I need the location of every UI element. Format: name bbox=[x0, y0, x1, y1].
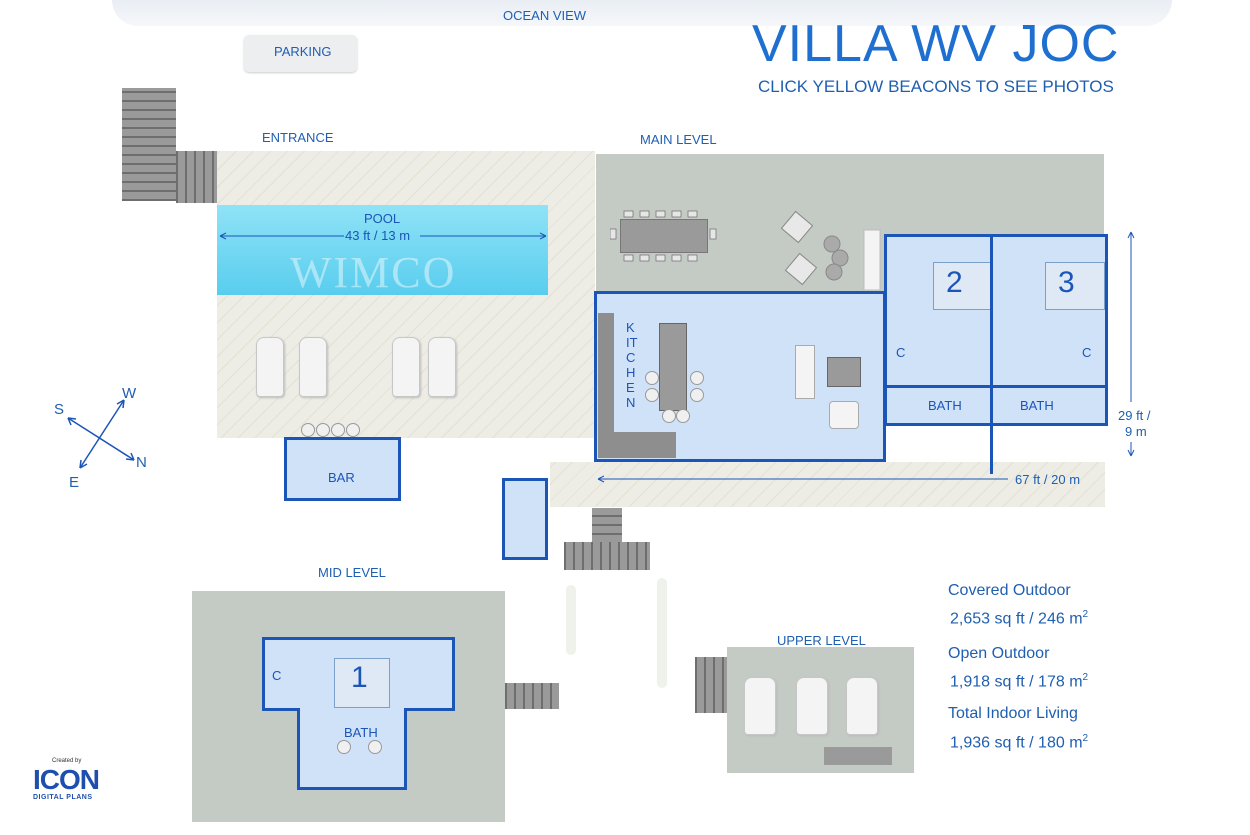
compass-icon bbox=[67, 399, 135, 469]
kitchen-label: KITCHEN bbox=[626, 320, 638, 410]
sun-lounger bbox=[744, 677, 776, 735]
mid-stairs bbox=[505, 683, 559, 709]
covered-outdoor-label: Covered Outdoor bbox=[948, 582, 1071, 599]
icon-logo: ICON bbox=[33, 764, 100, 795]
height-dimension-arrow bbox=[1127, 231, 1135, 457]
lounge-furniture bbox=[780, 210, 881, 290]
sink bbox=[368, 740, 382, 754]
armchair bbox=[829, 401, 859, 429]
kitchen-counter-lower bbox=[598, 432, 676, 458]
open-outdoor-value: 1,918 sq ft / 178 m2 bbox=[950, 672, 1089, 691]
bath-1-label: BATH bbox=[344, 725, 378, 740]
logo-created-by: Created by bbox=[52, 758, 82, 764]
compass-s: S bbox=[54, 401, 65, 418]
pool-size-label: 43 ft / 13 m bbox=[345, 228, 411, 243]
sun-lounger bbox=[392, 337, 420, 397]
island-stool bbox=[645, 371, 659, 385]
bar-stool bbox=[316, 423, 330, 437]
bar-stool bbox=[301, 423, 315, 437]
compass-n: N bbox=[136, 454, 147, 471]
ocean-strip bbox=[112, 0, 1172, 26]
garden-path bbox=[566, 585, 576, 655]
bath-2-wall bbox=[887, 385, 993, 388]
main-stairs bbox=[592, 508, 622, 544]
sun-lounger bbox=[428, 337, 456, 397]
bedroom-3-number: 3 bbox=[1058, 266, 1075, 299]
bed-1 bbox=[334, 658, 390, 708]
kitchen-counter bbox=[598, 313, 614, 458]
bedroom-2-number: 2 bbox=[946, 266, 963, 299]
open-outdoor-label: Open Outdoor bbox=[948, 645, 1050, 662]
bar-room[interactable] bbox=[284, 437, 401, 501]
sun-lounger bbox=[846, 677, 878, 735]
closet-3-label: C bbox=[1082, 345, 1092, 360]
island-stool bbox=[676, 409, 690, 423]
ocean-view-label: OCEAN VIEW bbox=[503, 8, 587, 23]
parking-label: PARKING bbox=[274, 44, 332, 59]
height-dimension-label-2: 9 m bbox=[1125, 424, 1147, 439]
main-patio bbox=[550, 462, 1105, 507]
sun-lounger bbox=[796, 677, 828, 735]
bed-2 bbox=[933, 262, 991, 310]
closet-2-label: C bbox=[896, 345, 906, 360]
bath-3-wall bbox=[993, 385, 1105, 388]
bar-label: BAR bbox=[328, 470, 355, 485]
dining-chairs bbox=[610, 210, 717, 262]
mid-level-label: MID LEVEL bbox=[318, 565, 386, 580]
sun-lounger bbox=[299, 337, 327, 397]
covered-outdoor-value: 2,653 sq ft / 246 m2 bbox=[950, 609, 1089, 628]
dining-table bbox=[620, 219, 708, 253]
island-stool bbox=[662, 409, 676, 423]
closet-1-label: C bbox=[272, 668, 282, 683]
height-dimension-label-1: 29 ft / bbox=[1118, 408, 1151, 423]
coffee-table bbox=[827, 357, 861, 387]
page-title: VILLA WV JOC bbox=[752, 15, 1120, 73]
bed-3 bbox=[1045, 262, 1105, 310]
bath-3-label: BATH bbox=[1020, 398, 1054, 413]
entrance-label: ENTRANCE bbox=[262, 130, 334, 145]
parking-area bbox=[244, 35, 357, 72]
sofa bbox=[795, 345, 815, 399]
logo-tagline: DIGITAL PLANS bbox=[33, 794, 93, 801]
total-indoor-value: 1,936 sq ft / 180 m2 bbox=[950, 733, 1089, 752]
bath-2-label: BATH bbox=[928, 398, 962, 413]
outdoor-bath[interactable] bbox=[502, 478, 548, 560]
main-steps bbox=[564, 542, 650, 570]
total-indoor-label: Total Indoor Living bbox=[948, 705, 1078, 722]
planter bbox=[824, 747, 892, 765]
width-dimension-arrow bbox=[597, 475, 1008, 483]
compass-e: E bbox=[69, 474, 80, 491]
pool-dimension-arrow bbox=[219, 232, 547, 240]
bar-stool bbox=[346, 423, 360, 437]
compass-w: W bbox=[122, 385, 137, 402]
island-stool bbox=[690, 388, 704, 402]
pool-label: POOL bbox=[364, 211, 401, 226]
upper-level-label: UPPER LEVEL bbox=[777, 633, 866, 648]
bar-stool bbox=[331, 423, 345, 437]
sink bbox=[337, 740, 351, 754]
bedroom-1-number: 1 bbox=[351, 661, 368, 694]
island-stool bbox=[690, 371, 704, 385]
main-level-label: MAIN LEVEL bbox=[640, 132, 717, 147]
island-stool bbox=[645, 388, 659, 402]
width-dimension-label: 67 ft / 20 m bbox=[1015, 472, 1081, 487]
entrance-stairs bbox=[122, 88, 176, 201]
bath-1[interactable] bbox=[297, 708, 407, 790]
sun-lounger bbox=[256, 337, 284, 397]
pool[interactable] bbox=[217, 205, 548, 295]
page-subtitle: CLICK YELLOW BEACONS TO SEE PHOTOS bbox=[758, 77, 1114, 96]
wimco-watermark: WIMCO bbox=[290, 248, 457, 297]
upper-stairs bbox=[695, 657, 727, 713]
garden-path bbox=[657, 578, 667, 688]
kitchen-island bbox=[659, 323, 687, 411]
divider-wall bbox=[990, 426, 993, 474]
